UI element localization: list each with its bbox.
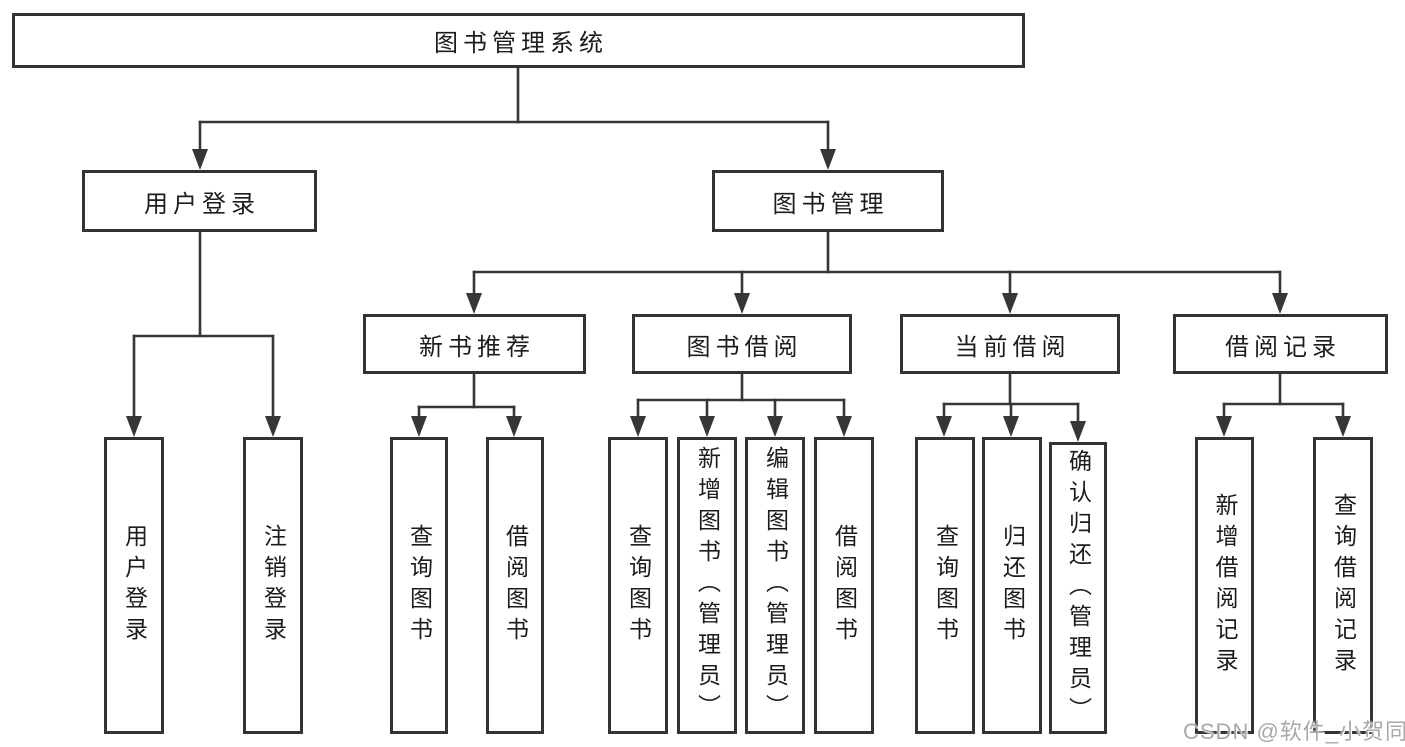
node-label: 查询借阅记录 xyxy=(1330,492,1357,679)
node-label: 借阅图书 xyxy=(502,523,529,648)
node-label: 归还图书 xyxy=(999,523,1026,648)
node-library-system: 图书管理系统 xyxy=(12,13,1025,68)
edge-user-login-branch xyxy=(126,230,281,437)
node-book-borrow: 图书借阅 xyxy=(632,314,852,374)
arrowhead xyxy=(1216,416,1232,437)
leaf-user-login: 用户登录 xyxy=(104,437,164,734)
node-label: 确认归还（管理员） xyxy=(1065,448,1092,728)
arrowhead xyxy=(1272,293,1288,314)
node-label: 用户登录 xyxy=(144,190,260,218)
arrowhead xyxy=(699,416,715,437)
node-label: 查询图书 xyxy=(625,523,652,648)
leaf-borrow-book-1: 借阅图书 xyxy=(486,437,544,734)
arrowhead xyxy=(411,416,427,437)
node-label: 用户登录 xyxy=(121,523,148,648)
edge-new-book-branch xyxy=(411,372,522,437)
edge-root-to-level2 xyxy=(192,66,836,170)
node-label: 新书推荐 xyxy=(419,333,535,361)
watermark: CSDN @软件_小贺同学 xyxy=(1183,719,1405,744)
edge-current-borrow-branch xyxy=(936,372,1086,442)
edge-book-mgmt-branch xyxy=(466,230,1288,314)
node-label: 注销登录 xyxy=(260,523,287,648)
node-new-book-recommend: 新书推荐 xyxy=(363,314,586,374)
leaf-borrow-book-2: 借阅图书 xyxy=(814,437,874,734)
arrowhead xyxy=(1070,421,1086,442)
leaf-query-book-1: 查询图书 xyxy=(390,437,448,734)
node-current-borrow: 当前借阅 xyxy=(900,314,1120,374)
arrowhead xyxy=(192,149,208,170)
edge-borrow-record-branch xyxy=(1216,372,1351,437)
node-label: 查询图书 xyxy=(932,523,959,648)
node-label: 当前借阅 xyxy=(954,333,1071,361)
node-label: 新增借阅记录 xyxy=(1212,492,1238,679)
leaf-add-borrow-record: 新增借阅记录 xyxy=(1195,437,1254,734)
node-borrow-record: 借阅记录 xyxy=(1173,314,1388,374)
node-label: 图书管理系统 xyxy=(434,30,608,57)
node-label: 图书借阅 xyxy=(686,333,803,361)
arrowhead xyxy=(506,416,522,437)
leaf-logout: 注销登录 xyxy=(243,437,303,734)
arrowhead xyxy=(936,416,952,437)
node-book-management: 图书管理 xyxy=(712,170,944,232)
arrowhead xyxy=(126,416,142,437)
arrowhead xyxy=(836,416,852,437)
node-label: 图书管理 xyxy=(772,190,889,218)
arrowhead xyxy=(1002,293,1018,314)
leaf-return-book: 归还图书 xyxy=(982,437,1042,734)
leaf-confirm-return-admin: 确认归还（管理员） xyxy=(1049,442,1107,734)
node-label: 查询图书 xyxy=(406,523,433,648)
edge-book-borrow-branch xyxy=(630,372,852,437)
leaf-query-book-3: 查询图书 xyxy=(915,437,975,734)
leaf-add-book-admin: 新增图书（管理员） xyxy=(677,437,737,734)
arrowhead xyxy=(820,149,836,170)
arrowhead xyxy=(1335,416,1351,437)
arrowhead xyxy=(265,416,281,437)
leaf-query-borrow-record: 查询借阅记录 xyxy=(1313,437,1373,734)
node-label: 借阅图书 xyxy=(831,523,858,648)
arrowhead xyxy=(767,416,783,437)
node-user-login: 用户登录 xyxy=(82,170,317,232)
node-label: 新增图书（管理员） xyxy=(694,446,721,725)
arrowhead xyxy=(630,416,646,437)
leaf-edit-book-admin: 编辑图书（管理员） xyxy=(745,437,805,734)
node-label: 借阅记录 xyxy=(1225,333,1341,361)
node-label: 编辑图书（管理员） xyxy=(762,446,789,725)
arrowhead xyxy=(466,293,482,314)
arrowhead xyxy=(734,293,750,314)
arrowhead xyxy=(1003,416,1019,437)
leaf-query-book-2: 查询图书 xyxy=(608,437,668,734)
